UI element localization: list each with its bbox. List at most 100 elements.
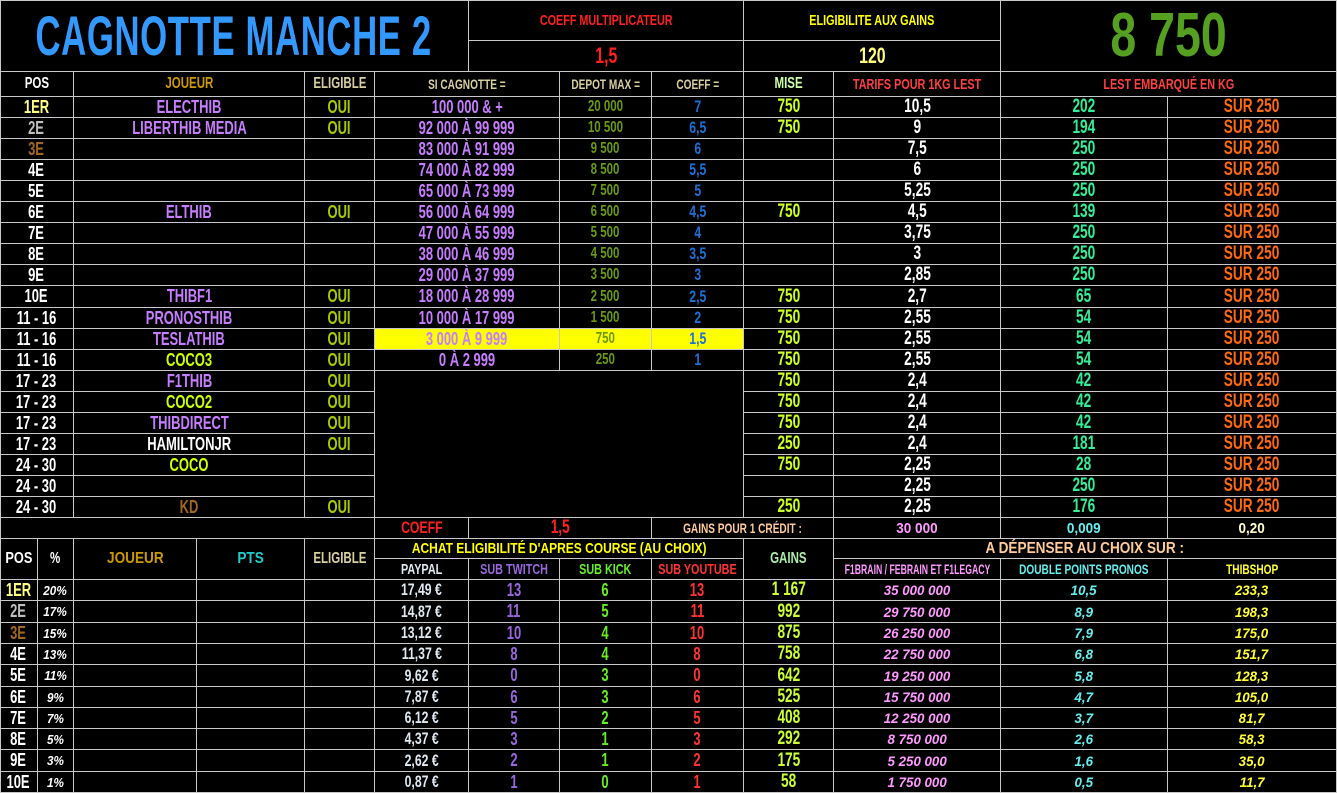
payout-double-text: 6,8 <box>1074 646 1094 662</box>
ranking-lest: 176 <box>1001 497 1168 518</box>
ranking-joueur[interactable] <box>74 139 305 160</box>
ranking-joueur[interactable]: COCO <box>74 455 305 476</box>
ranking-mise[interactable]: 750 <box>744 371 834 392</box>
coeff-multiplicateur-value-text: 1,5 <box>594 43 618 68</box>
ranking-mise[interactable]: 750 <box>744 413 834 434</box>
ranking-lest: 42 <box>1001 371 1168 392</box>
ranking-mise[interactable]: 250 <box>744 434 834 455</box>
ranking-mise[interactable]: 750 <box>744 350 834 371</box>
ranking-joueur[interactable]: LIBERTHIB MEDIA <box>74 118 305 139</box>
ranking-joueur[interactable]: HAMILTONJR <box>74 434 305 455</box>
ranking-joueur[interactable] <box>74 223 305 244</box>
payout-joueur[interactable] <box>74 729 197 750</box>
ranking-pos-text: 24 - 30 <box>16 476 57 496</box>
ranking-joueur[interactable] <box>74 160 305 181</box>
tier-range: 0 À 2 999 <box>375 350 560 371</box>
ranking-mise[interactable]: 750 <box>744 392 834 413</box>
payout-joueur[interactable] <box>74 687 197 708</box>
payout-joueur[interactable] <box>74 772 197 793</box>
ranking-lest: 202 <box>1001 97 1168 118</box>
ranking-mise[interactable]: 750 <box>744 202 834 223</box>
ranking-joueur[interactable] <box>74 265 305 286</box>
ranking-joueur[interactable]: TESLATHIB <box>74 329 305 350</box>
payout-pts[interactable] <box>197 580 305 601</box>
payout-eligible[interactable] <box>305 601 375 623</box>
col-header-f1brain: F1BRAIN / FEBRAIN ET F1LEGACY <box>834 559 1001 580</box>
col-header-paypal-text: PAYPAL <box>400 560 443 578</box>
ranking-joueur[interactable]: PRONOSTHIB <box>74 308 305 329</box>
payout-f1brain: 29 750 000 <box>834 601 1001 623</box>
ranking-joueur[interactable]: ELTHIB <box>74 202 305 223</box>
ranking-mise[interactable] <box>744 181 834 202</box>
tier-coeff-text: 2 <box>694 308 701 327</box>
cagnotte-total[interactable]: 8 750 <box>1001 0 1337 72</box>
ranking-mise[interactable]: 250 <box>744 497 834 518</box>
payout-pts[interactable] <box>197 687 305 708</box>
payout-joueur[interactable] <box>74 708 197 729</box>
payout-joueur[interactable] <box>74 665 197 687</box>
ranking-mise[interactable] <box>744 223 834 244</box>
ranking-joueur[interactable]: ELECTHIB <box>74 97 305 118</box>
payout-pts[interactable] <box>197 750 305 772</box>
payout-gains-text: 642 <box>777 665 800 686</box>
ranking-joueur[interactable]: COCO3 <box>74 350 305 371</box>
payout-pos-text: 4E <box>10 644 27 664</box>
payout-pts[interactable] <box>197 623 305 644</box>
payout-eligible[interactable] <box>305 750 375 772</box>
ranking-joueur[interactable]: THIBF1 <box>74 286 305 308</box>
payout-pts[interactable] <box>197 601 305 623</box>
payout-pts[interactable] <box>197 644 305 665</box>
ranking-eligible-text: OUI <box>327 286 352 306</box>
ranking-joueur[interactable]: THIBDIRECT <box>74 413 305 434</box>
ranking-joueur[interactable] <box>74 476 305 497</box>
ranking-joueur[interactable]: KD <box>74 497 305 518</box>
ranking-mise-text: 250 <box>777 497 800 517</box>
ranking-joueur[interactable]: F1THIB <box>74 371 305 392</box>
ranking-mise[interactable]: 750 <box>744 455 834 476</box>
ranking-joueur[interactable]: COCO2 <box>74 392 305 413</box>
payout-gains: 758 <box>744 644 834 665</box>
ranking-mise[interactable]: 750 <box>744 308 834 329</box>
payout-eligible[interactable] <box>305 708 375 729</box>
payout-eligible[interactable] <box>305 772 375 793</box>
eligibilite-value[interactable]: 120 <box>744 41 1001 72</box>
payout-eligible[interactable] <box>305 665 375 687</box>
ranking-joueur[interactable] <box>74 244 305 265</box>
ranking-lest: 181 <box>1001 434 1168 455</box>
payout-joueur[interactable] <box>74 750 197 772</box>
payout-joueur[interactable] <box>74 601 197 623</box>
ranking-sur-text: SUR 250 <box>1224 392 1280 412</box>
ranking-mise[interactable]: 750 <box>744 286 834 308</box>
payout-twitch: 3 <box>469 729 560 750</box>
col-header-sub-youtube: SUB YOUTUBE <box>652 559 744 580</box>
payout-pts[interactable] <box>197 665 305 687</box>
payout-f1brain: 19 250 000 <box>834 665 1001 687</box>
ranking-mise[interactable] <box>744 160 834 181</box>
ranking-lest-text: 42 <box>1076 392 1092 412</box>
payout-eligible[interactable] <box>305 729 375 750</box>
payout-joueur[interactable] <box>74 644 197 665</box>
payout-kick: 4 <box>560 623 652 644</box>
payout-eligible[interactable] <box>305 623 375 644</box>
payout-eligible[interactable] <box>305 644 375 665</box>
ranking-mise[interactable] <box>744 244 834 265</box>
coeff-multiplicateur-value[interactable]: 1,5 <box>469 41 744 72</box>
payout-pts[interactable] <box>197 772 305 793</box>
ranking-mise[interactable] <box>744 265 834 286</box>
payout-joueur[interactable] <box>74 580 197 601</box>
ranking-mise[interactable] <box>744 139 834 160</box>
payout-joueur[interactable] <box>74 623 197 644</box>
ranking-mise[interactable]: 750 <box>744 329 834 350</box>
col-header-si-cagnotte: SI CAGNOTTE = <box>375 72 560 97</box>
payout-thibshop-text: 11,7 <box>1239 774 1265 790</box>
ranking-mise[interactable] <box>744 476 834 497</box>
payout-pct-text: 3% <box>47 753 64 768</box>
ranking-mise[interactable]: 750 <box>744 118 834 139</box>
ranking-mise[interactable]: 750 <box>744 97 834 118</box>
payout-eligible[interactable] <box>305 687 375 708</box>
payout-pts[interactable] <box>197 708 305 729</box>
payout-paypal: 13,12 € <box>375 623 469 644</box>
payout-eligible[interactable] <box>305 580 375 601</box>
ranking-joueur[interactable] <box>74 181 305 202</box>
payout-pts[interactable] <box>197 729 305 750</box>
